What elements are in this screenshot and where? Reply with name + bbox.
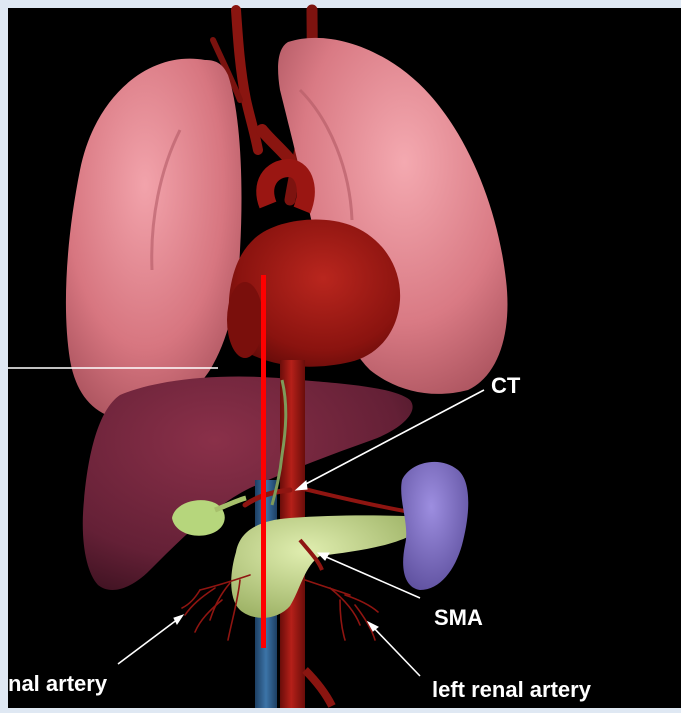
right-renal-artery-label: nal artery xyxy=(8,673,107,695)
left-renal-artery-label: left renal artery xyxy=(432,679,591,701)
ct-label: CT xyxy=(491,375,520,397)
red-marker-line xyxy=(261,275,266,648)
sma-label: SMA xyxy=(434,607,483,629)
right-atrium xyxy=(227,282,263,358)
